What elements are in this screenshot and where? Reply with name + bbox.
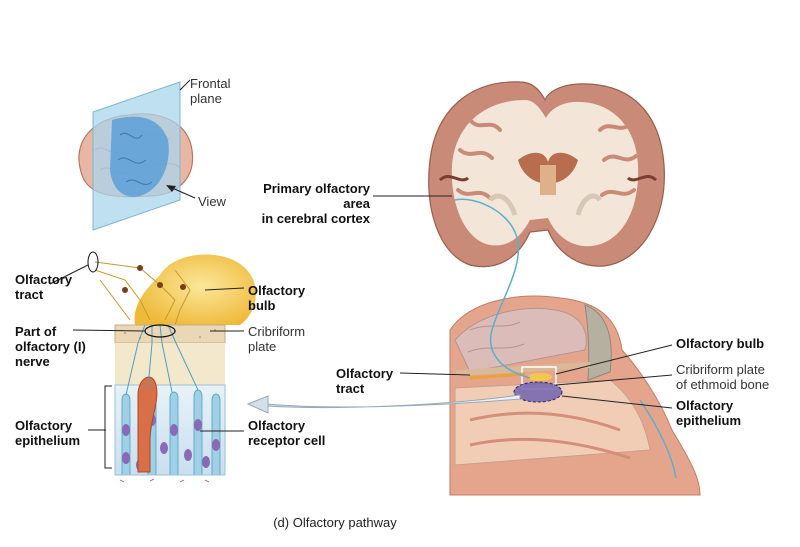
view-arrow <box>166 185 196 199</box>
label-olfactory-epithelium-right: Olfactory epithelium <box>676 398 742 428</box>
coronal-brain-section <box>428 81 665 268</box>
label-part-of-olfactory-nerve: Part of olfactory (I) nerve <box>15 324 86 369</box>
label-cribriform-plate-left: Cribriform plate <box>248 324 306 354</box>
label-olfactory-receptor-cell: Olfactory receptor cell <box>248 418 326 448</box>
sagittal-head <box>449 295 701 496</box>
label-frontal-plane: Frontal plane <box>190 76 231 106</box>
label-olfactory-tract-right: Olfactory tract <box>336 366 394 396</box>
label-olfactory-bulb-right: Olfactory bulb <box>676 336 765 351</box>
leader-lines <box>49 195 673 469</box>
olfactory-bulb-highlight <box>469 366 563 403</box>
label-primary-olfactory-area: Primary olfactory area in cerebral corte… <box>261 181 370 226</box>
magnification-arrow <box>246 394 521 414</box>
olfactory-pathway-fiber <box>454 198 531 379</box>
label-olfactory-epithelium-left: Olfactory epithelium <box>15 418 81 448</box>
label-cribriform-plate-ethmoid: Cribriform plate of ethmoid bone <box>676 362 770 392</box>
magnified-olfactory-section <box>87 251 256 483</box>
figure-caption: (d) Olfactory pathway <box>273 515 397 530</box>
label-olfactory-bulb-left: Olfactory bulb <box>248 283 306 313</box>
frontal-plane-sheet <box>92 81 181 231</box>
label-olfactory-tract-left: Olfactory tract <box>15 272 73 302</box>
frontal-plane-leader <box>179 79 191 91</box>
label-view: View <box>198 194 226 209</box>
